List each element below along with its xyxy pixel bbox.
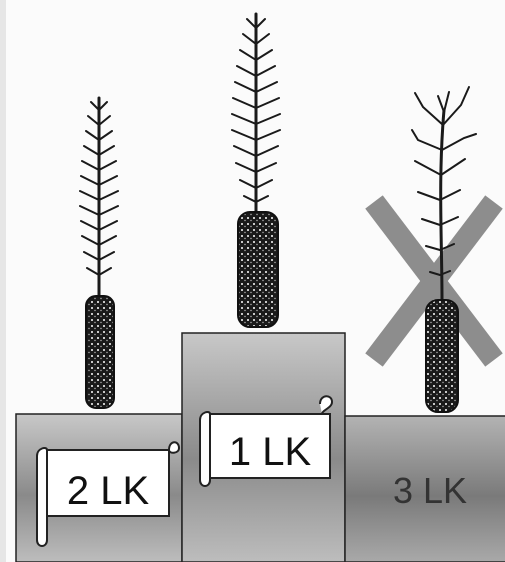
diagram-canvas: 2 LK 1 LK 3 LK [6, 0, 505, 562]
seedling-icon-second [80, 98, 118, 408]
first-place-label: 1 LK [229, 430, 312, 474]
third-place-label: 3 LK [393, 470, 467, 511]
second-place-label: 2 LK [67, 469, 150, 513]
seedling-icon-first [232, 14, 280, 327]
